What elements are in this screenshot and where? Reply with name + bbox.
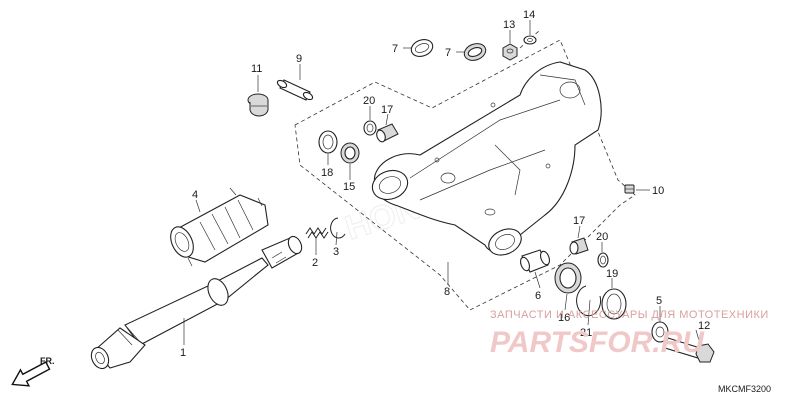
- label-part-14: 14: [523, 9, 535, 21]
- label-part-19: 19: [606, 268, 618, 280]
- bearing-part-17-right: [569, 237, 589, 255]
- label-part-18: 18: [321, 167, 333, 179]
- driveshaft-part-1: [90, 235, 303, 370]
- circlip-part-21: [576, 285, 602, 317]
- watermark-brand: PARTSFOR.RU: [490, 326, 705, 359]
- bearing-part-17-left: [376, 123, 399, 143]
- label-part-8: 8: [444, 286, 450, 298]
- label-part-11: 11: [251, 63, 262, 75]
- swingarm-part-8: [371, 61, 602, 256]
- cap-part-11: [247, 93, 269, 117]
- watermark-caption: ЗАПЧАСТИ И АКСЕССУАРЫ ДЛЯ МОТОТЕХНИКИ: [490, 309, 769, 321]
- label-part-20-right: 20: [596, 231, 608, 243]
- part-labels: 1 2 3 4 5 6 7 7 8 9 10 11 12 13 14 15 16…: [180, 9, 710, 359]
- collar-part-6: [519, 249, 551, 273]
- figure-code: MKCMF3200: [718, 384, 771, 394]
- pin-part-9: [276, 79, 314, 101]
- bearing-part-16: [554, 262, 582, 294]
- bolt-part-12: [664, 337, 715, 363]
- front-direction-indicator: FR.: [11, 356, 55, 387]
- label-part-16: 16: [558, 312, 570, 324]
- site-watermark: ЗАПЧАСТИ И АКСЕССУАРЫ ДЛЯ МОТОТЕХНИКИ PA…: [490, 309, 769, 359]
- front-arrow-icon: [11, 361, 51, 387]
- leader-lines: [183, 20, 701, 345]
- spring-part-2: [305, 227, 329, 239]
- label-part-6: 6: [535, 290, 541, 302]
- label-part-10: 10: [652, 185, 664, 197]
- seal-part-18: [318, 130, 338, 154]
- label-part-5: 5: [656, 295, 662, 307]
- cap-part-7-right: [463, 43, 487, 61]
- nut-part-13: [502, 43, 518, 61]
- ring-part-20-left: [363, 120, 377, 136]
- boot-part-4: [170, 187, 269, 267]
- washer-part-14: [523, 35, 537, 45]
- cap-part-7-left: [410, 39, 434, 57]
- label-part-3: 3: [333, 246, 339, 258]
- label-part-17-left: 17: [381, 104, 393, 116]
- label-part-20-left: 20: [363, 95, 375, 107]
- ring-part-20-right: [597, 252, 609, 268]
- label-part-17-right: 17: [573, 215, 585, 227]
- label-part-2: 2: [312, 257, 318, 269]
- label-part-13: 13: [503, 19, 515, 31]
- bearing-part-15: [340, 142, 360, 164]
- seal-part-19: [601, 288, 627, 320]
- label-part-7-left: 7: [392, 43, 398, 55]
- label-part-1: 1: [180, 347, 186, 359]
- assembly-frame: [294, 29, 636, 311]
- label-part-21: 21: [580, 327, 592, 339]
- label-part-7-right: 7: [445, 47, 451, 59]
- nipple-part-10: [624, 184, 635, 194]
- label-part-4: 4: [192, 189, 198, 201]
- label-part-12: 12: [698, 320, 710, 332]
- front-direction-label: FR.: [40, 356, 55, 366]
- label-part-15: 15: [343, 181, 355, 193]
- label-part-9: 9: [296, 53, 302, 65]
- circlip-part-3: [330, 217, 346, 239]
